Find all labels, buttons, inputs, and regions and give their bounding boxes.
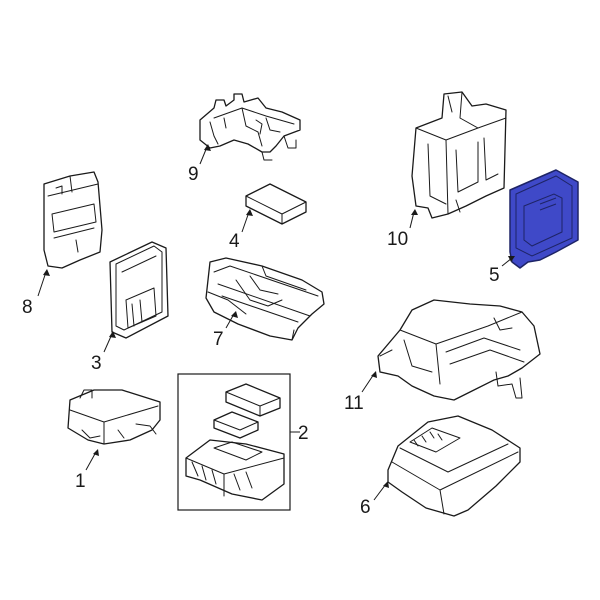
callout-9: 9 — [188, 164, 199, 185]
leader-1 — [85, 451, 97, 471]
leader-lines — [37, 144, 515, 501]
leader-4 — [241, 211, 250, 233]
arrow-3 — [109, 331, 116, 338]
arrow-8 — [43, 269, 50, 276]
part-7-fuse-block[interactable] — [205, 257, 325, 341]
part-5-control-module[interactable] — [509, 169, 579, 269]
part-8-bracket[interactable] — [43, 171, 103, 269]
part-9-fuse-box-cover[interactable] — [199, 93, 301, 161]
part-6-ecu-box[interactable] — [387, 415, 521, 517]
arrow-9 — [204, 144, 211, 151]
leader-8 — [37, 271, 47, 297]
part-11-module-tray[interactable] — [377, 299, 541, 401]
part-1-control-unit[interactable] — [67, 389, 161, 445]
arrow-6 — [383, 481, 389, 488]
part-2-module-assembly[interactable] — [185, 383, 285, 501]
arrow-5 — [508, 256, 515, 262]
arrow-4 — [246, 209, 253, 216]
callout-7: 7 — [213, 329, 224, 350]
part-3-module[interactable] — [109, 241, 169, 339]
leader-11 — [361, 373, 375, 393]
callout-5: 5 — [489, 265, 500, 286]
callout-10: 10 — [387, 229, 408, 250]
part-10-module-bracket[interactable] — [411, 91, 507, 219]
callout-8: 8 — [22, 297, 33, 318]
leader-6 — [373, 483, 387, 501]
arrow-10 — [411, 209, 418, 215]
callout-4: 4 — [229, 231, 240, 252]
part-4-relay[interactable] — [245, 183, 307, 225]
arrow-7 — [231, 311, 238, 318]
callout-2: 2 — [298, 423, 309, 444]
callout-6: 6 — [360, 497, 371, 518]
callout-1: 1 — [75, 471, 86, 492]
part-2-group-box — [177, 373, 291, 511]
callout-3: 3 — [91, 353, 102, 374]
callout-11: 11 — [344, 393, 364, 414]
arrow-11 — [371, 371, 377, 378]
arrow-1 — [93, 449, 99, 456]
